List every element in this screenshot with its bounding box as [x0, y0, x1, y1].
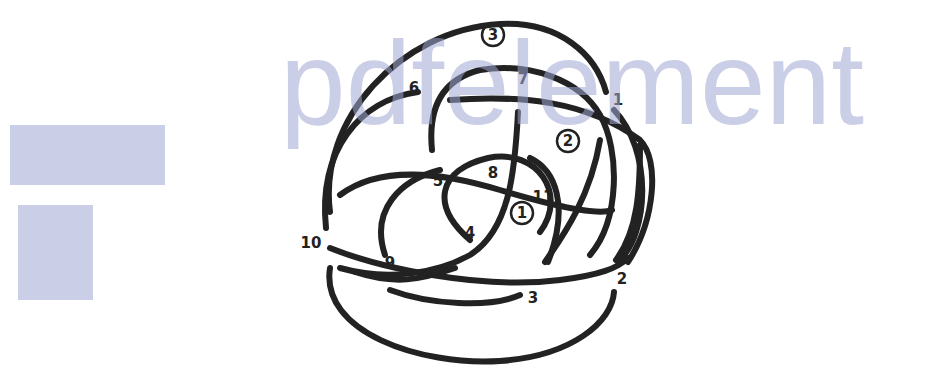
strand-number: 1 — [517, 206, 527, 221]
strand-number: 10 — [301, 236, 322, 251]
number-ring — [511, 202, 533, 224]
strand-number: 2 — [617, 272, 627, 287]
strand-number: 9 — [385, 256, 395, 271]
strand — [381, 170, 440, 255]
strand-number: 4 — [465, 226, 475, 241]
strand-number: 11 — [533, 190, 554, 205]
watermark-logo — [10, 125, 165, 300]
strand-number: 8 — [488, 166, 498, 181]
strand — [390, 290, 520, 303]
strand — [530, 158, 559, 262]
watermark: pdfelement — [280, 24, 864, 142]
logo-bar — [18, 205, 93, 300]
strand — [355, 268, 455, 280]
logo-bar — [10, 125, 165, 185]
strand-number: 3 — [528, 291, 538, 306]
strand — [330, 248, 628, 282]
strand — [340, 174, 612, 211]
strand — [616, 145, 640, 260]
strand-number: 5 — [433, 174, 443, 189]
